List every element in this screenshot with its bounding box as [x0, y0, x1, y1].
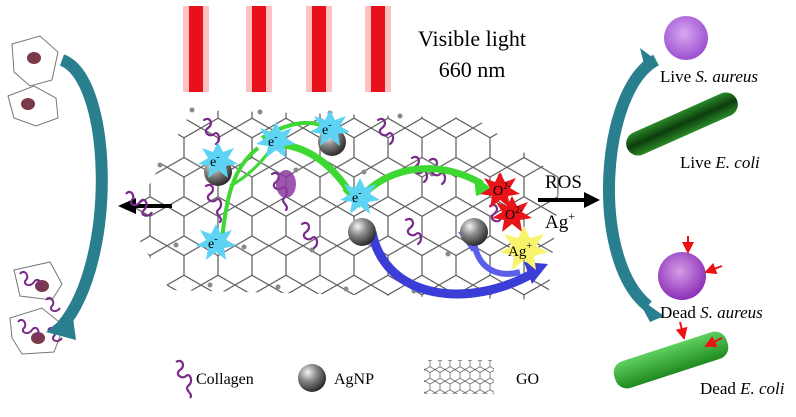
damage-arrows-s-aureus — [682, 236, 723, 275]
agnp-4 — [460, 218, 488, 246]
electron-label-3: e- — [322, 120, 332, 138]
live-e-coli-label: Live E. coli — [680, 153, 760, 172]
wavelength-label: 660 nm — [439, 57, 506, 82]
legend-agnp-label: AgNP — [334, 371, 374, 388]
electron-label-1: e- — [210, 152, 220, 170]
dead-e-coli-cell — [613, 331, 729, 389]
legend-go-icon — [424, 360, 494, 394]
light-beams — [183, 6, 391, 92]
legend-go-label: GO — [516, 371, 539, 388]
live-s-aureus-cell — [664, 16, 708, 60]
cell-sketch-top — [7, 35, 59, 127]
ros-label: ROS — [545, 172, 582, 193]
right-output-arrow — [538, 192, 600, 208]
legend-collagen-label: Collagen — [196, 371, 254, 388]
dead-e-coli-label: Dead E. coli — [700, 379, 785, 398]
released-collagen — [125, 190, 154, 217]
collagen-blob — [276, 170, 296, 198]
legend-agnp-icon — [298, 364, 326, 392]
silver-ion-label: Ag+ — [508, 241, 532, 260]
electron-label-2: e- — [268, 132, 278, 150]
dead-s-aureus-label: Dead S. aureus — [660, 303, 763, 322]
oxygen-label-1: O2- — [493, 181, 511, 199]
silver-ion-burst — [500, 226, 548, 270]
left-curved-arrow — [46, 54, 108, 340]
ros-bursts — [480, 172, 532, 232]
oxygen-label-2: O2- — [505, 205, 523, 223]
electron-bursts — [196, 110, 380, 260]
electron-label-4: e- — [352, 188, 362, 206]
ag-ion-label: Ag+ — [545, 209, 575, 233]
live-e-coli-cell — [626, 92, 738, 156]
cell-sketch-bottom — [9, 261, 65, 355]
live-s-aureus-label: Live S. aureus — [660, 67, 758, 86]
agnp-3 — [348, 218, 376, 246]
electron-label-5: e- — [208, 234, 218, 252]
oxygen-labels: O2- O2- — [493, 181, 523, 223]
legend: Collagen AgNP GO — [175, 359, 539, 399]
right-curved-arrow — [603, 48, 664, 322]
light-label: Visible light — [418, 26, 526, 51]
damage-arrows-e-coli — [675, 321, 723, 347]
legend-collagen-icon — [175, 359, 193, 399]
dead-s-aureus-cell — [658, 252, 706, 300]
electron-labels: e- e- e- e- e- — [208, 120, 362, 252]
